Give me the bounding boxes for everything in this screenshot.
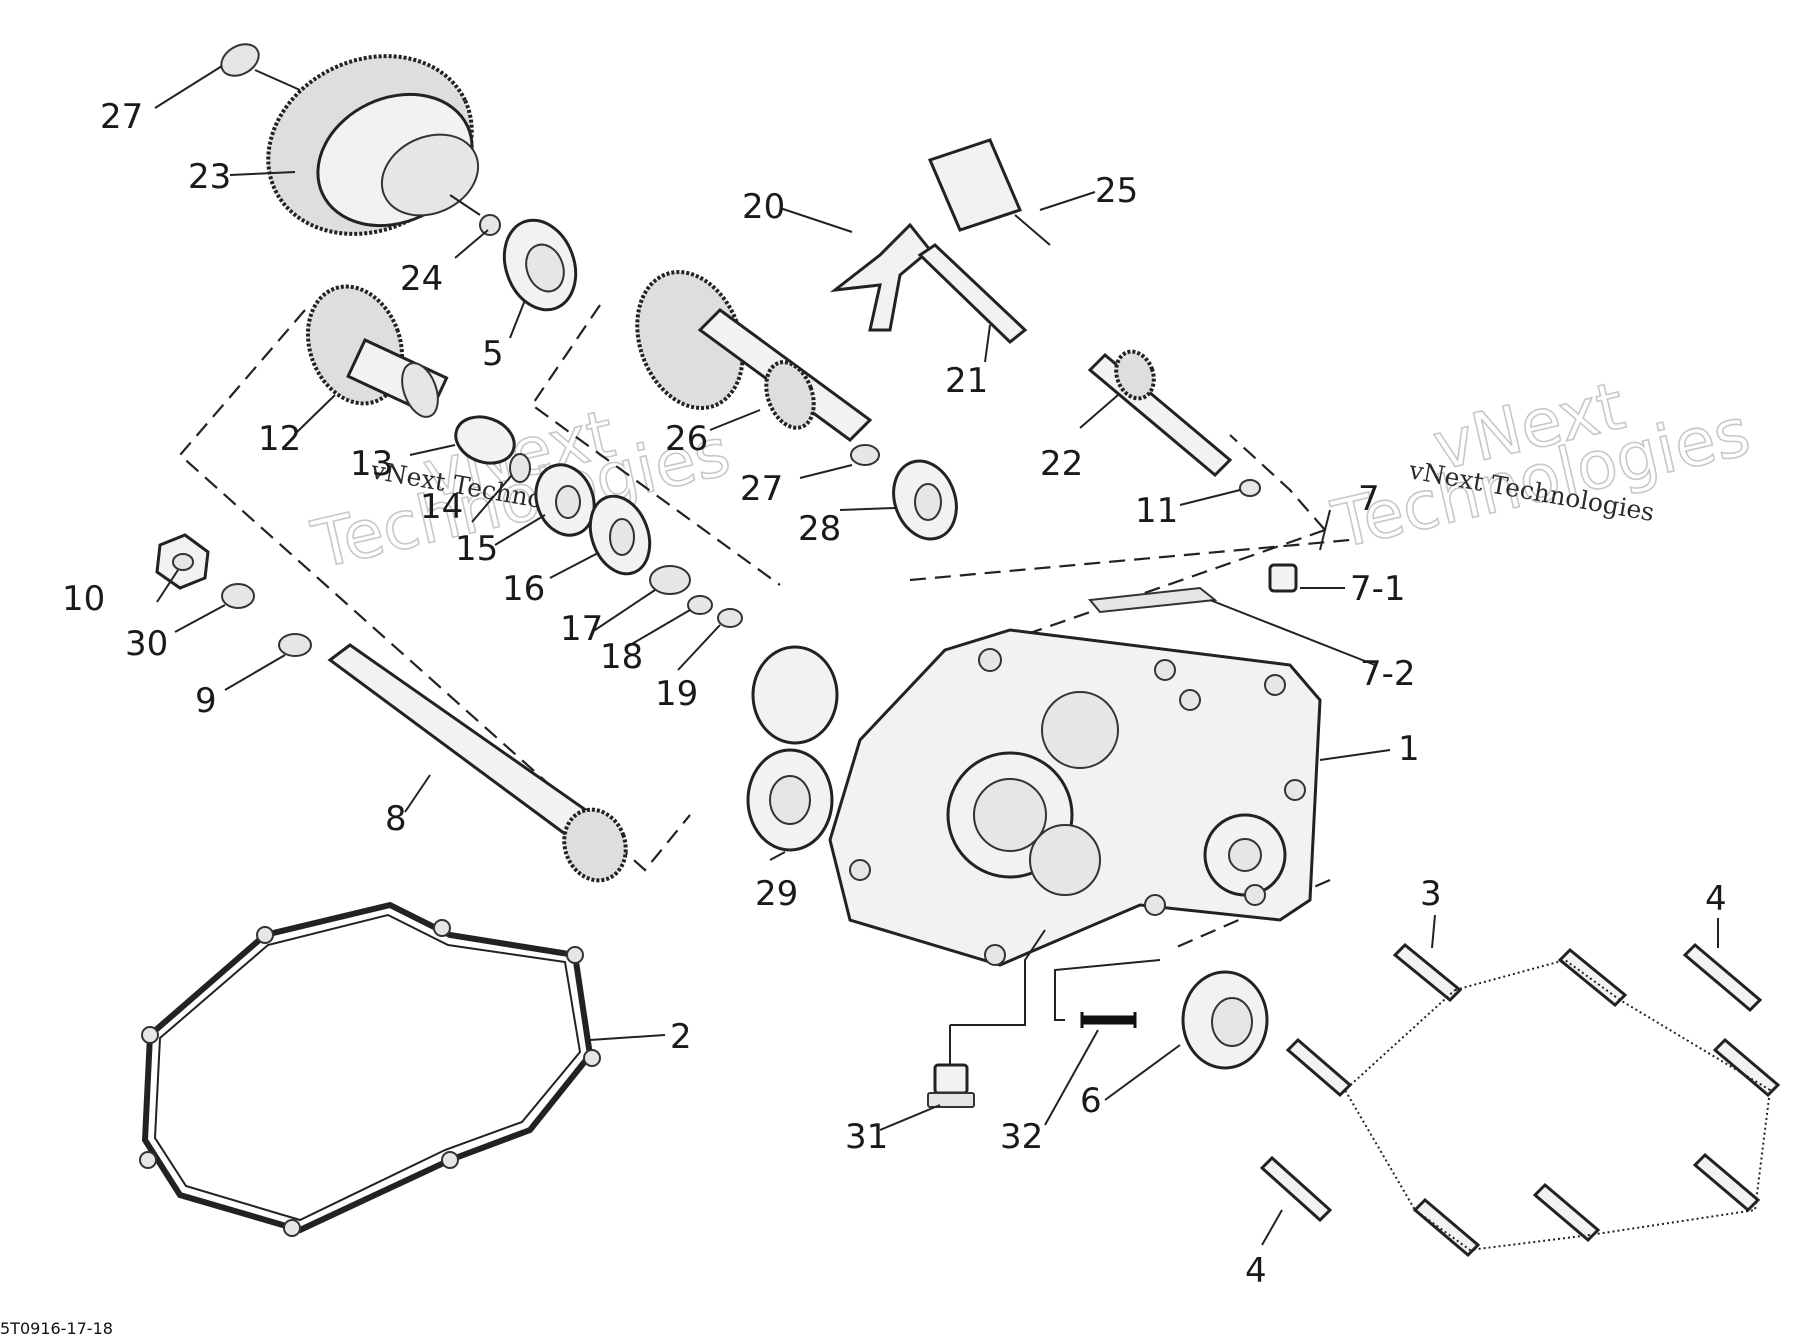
label-18: 18: [600, 637, 643, 677]
frame-upper-shaft: [530, 304, 781, 586]
label-8: 8: [385, 799, 407, 839]
part-2-gasket: [139, 901, 601, 1237]
label-15: 15: [455, 529, 498, 569]
label-7: 7: [1358, 479, 1380, 519]
label-17: 17: [560, 609, 603, 649]
part-4-bolt-top-right: [1682, 942, 1763, 1013]
label-13: 13: [350, 444, 393, 484]
part-7-2-bracket: [1088, 586, 1218, 614]
part-3-bolts: [1285, 942, 1781, 1258]
label-4b: 4: [1245, 1251, 1267, 1291]
part-12-countershaft-gear: [305, 284, 449, 418]
diagram-code: 5T0916-17-18: [0, 1319, 113, 1338]
part-32-dowel-pin: [1054, 959, 1161, 1028]
part-1-gearbox-cover: [828, 628, 1322, 967]
label-4a: 4: [1705, 879, 1727, 919]
leader-lines: [154, 65, 1719, 1246]
part-10-nut: [155, 533, 210, 590]
frame-countershaft: [178, 309, 691, 872]
label-26: 26: [665, 419, 708, 459]
part-19-washer: [717, 608, 743, 628]
watermark-right: vNext Technologies vNext Technologies: [1325, 366, 1758, 564]
label-11: 11: [1135, 491, 1178, 531]
part-11-o-ring: [1239, 479, 1261, 497]
part-5-bearing: [502, 218, 578, 312]
label-21: 21: [945, 361, 988, 401]
label-3: 3: [1420, 874, 1442, 914]
frame-shift-upper: [1229, 434, 1326, 531]
label-2: 2: [670, 1017, 692, 1057]
part-15-bearing: [534, 463, 596, 537]
label-12: 12: [258, 419, 301, 459]
part-8-output-shaft: [327, 643, 628, 883]
part-17-washer: [649, 565, 691, 595]
part-30-washer: [221, 583, 255, 609]
label-28: 28: [798, 509, 841, 549]
part-27-o-ring-top: [220, 43, 301, 91]
label-16: 16: [502, 569, 545, 609]
label-24: 24: [400, 259, 443, 299]
part-25-shift-drum: [927, 138, 1051, 246]
part-13-bushing: [454, 415, 516, 465]
part-31-drain-bolt: [927, 929, 1046, 1108]
part-26-main-gear-shaft: [635, 270, 873, 442]
part-24-circlip: [479, 214, 501, 236]
label-10: 10: [62, 579, 105, 619]
part-22-shift-shaft: [1087, 349, 1233, 478]
label-23: 23: [188, 157, 231, 197]
part-23-clutch-gear-assembly: [266, 54, 481, 236]
label-25: 25: [1095, 171, 1138, 211]
label-27b: 27: [740, 469, 783, 509]
label-7-1: 7-1: [1350, 569, 1406, 609]
part-14-washer: [509, 453, 531, 483]
label-9: 9: [195, 681, 217, 721]
part-28-bearing: [892, 459, 958, 541]
label-30: 30: [125, 624, 168, 664]
label-14: 14: [420, 487, 463, 527]
label-20: 20: [742, 187, 785, 227]
part-18-washer: [687, 595, 713, 615]
part-16-bearing: [588, 494, 652, 576]
part-21-fork-rod: [917, 243, 1028, 344]
part-27-o-ring-middle: [850, 444, 880, 466]
label-22: 22: [1040, 444, 1083, 484]
label-5: 5: [482, 334, 504, 374]
part-6-plug: [1181, 970, 1269, 1070]
label-31: 31: [845, 1117, 888, 1157]
label-6: 6: [1080, 1081, 1102, 1121]
label-27a: 27: [100, 97, 143, 137]
callout-labels: 27 23 24 5 12 13 14 15 16 10 30 9 8 17 1…: [62, 97, 1727, 1291]
part-9-o-ring: [278, 633, 312, 657]
label-19: 19: [655, 674, 698, 714]
part-29-oil-seal: [746, 645, 839, 852]
part-4-bolt-bottom: [1259, 1155, 1333, 1223]
label-32: 32: [1000, 1117, 1043, 1157]
label-29: 29: [755, 874, 798, 914]
part-20-shift-fork: [829, 222, 933, 332]
part-7-1-sensor: [1268, 563, 1298, 593]
label-7-2: 7-2: [1360, 654, 1416, 694]
label-1: 1: [1398, 729, 1420, 769]
